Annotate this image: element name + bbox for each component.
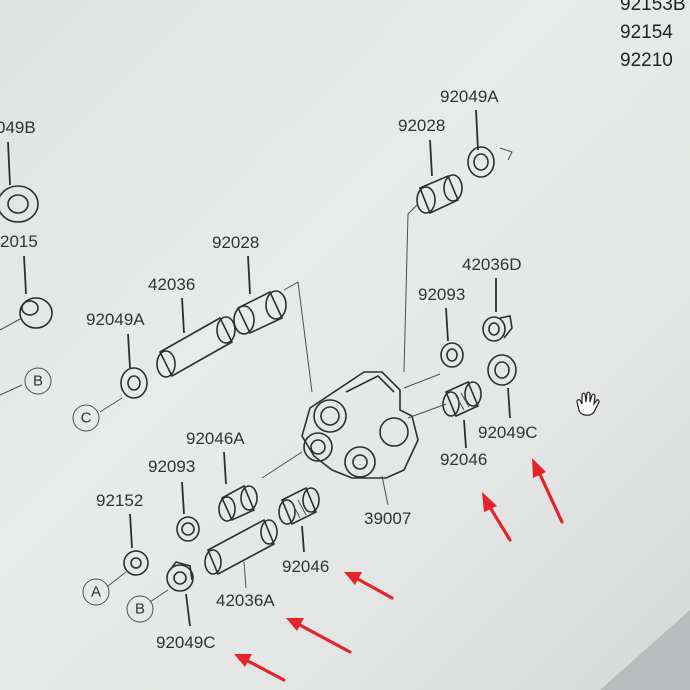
leader-housing-left xyxy=(261,451,303,479)
label-92049c-bottom: 92049C xyxy=(156,633,216,652)
leader-42036a xyxy=(243,561,247,589)
part-seal-92049c-bottom xyxy=(166,561,194,592)
label-92049a-top: 92049A xyxy=(440,87,499,106)
leader-92093-left xyxy=(181,481,185,515)
label-42036a: 42036A xyxy=(216,591,275,610)
label-92046-mid: 92046 xyxy=(282,557,329,576)
label-39007: 39007 xyxy=(364,509,411,528)
leader-92152 xyxy=(129,513,133,549)
leader-92046-mid xyxy=(301,525,305,553)
red-arrow-2 xyxy=(532,458,564,524)
leader-42036 xyxy=(181,297,185,334)
callout-b-bottom-text: B xyxy=(135,601,145,618)
leader-92049c-right xyxy=(507,387,511,419)
leader-92049a-top xyxy=(475,109,479,151)
part-bearing-92046a xyxy=(218,484,258,522)
leader-c-line xyxy=(99,397,123,413)
leader-92093-right xyxy=(445,307,449,342)
leader-a-line xyxy=(107,571,127,587)
leader-92028-top xyxy=(429,139,433,177)
callout-b-left xyxy=(24,367,52,395)
callout-c xyxy=(72,404,100,432)
part-seal-92049a-left xyxy=(120,367,148,399)
leader-2015 xyxy=(23,255,27,295)
label-92210: 92210 xyxy=(620,50,673,71)
leader-housing-right-2 xyxy=(407,403,447,419)
label-42036d: 42036D xyxy=(462,255,522,274)
label-049b: 049B xyxy=(0,118,36,137)
label-92093-left: 92093 xyxy=(148,457,195,476)
part-bushing-2015 xyxy=(19,297,53,329)
leader-39007 xyxy=(381,475,389,506)
label-92154: 92154 xyxy=(620,22,673,43)
red-arrow-5 xyxy=(234,654,286,682)
part-bearing-92046-mid xyxy=(278,486,320,526)
part-housing-39007 xyxy=(301,371,419,479)
callout-a-text: A xyxy=(91,584,101,601)
part-seal-049b xyxy=(0,185,39,223)
leader-049b xyxy=(7,141,11,186)
leader-92028-top-down xyxy=(403,203,419,373)
leader-92028-mid xyxy=(247,255,251,295)
part-seal-92049c-right xyxy=(487,354,517,386)
label-92049c-right: 92049C xyxy=(478,423,538,442)
label-92152: 92152 xyxy=(96,491,143,510)
label-92049a-left: 92049A xyxy=(86,310,145,329)
part-bearing-92046-right xyxy=(442,380,482,418)
leader-92049a-left xyxy=(127,333,131,369)
label-92046a: 92046A xyxy=(186,429,245,448)
callout-a xyxy=(82,578,110,606)
part-oring-92093-left xyxy=(176,516,200,542)
leader-92049c-bottom xyxy=(185,593,191,627)
leader-92049a-top-tail xyxy=(499,147,513,161)
leader-left-2 xyxy=(0,384,23,396)
part-bushing-42036d xyxy=(482,315,513,342)
label-92028-mid: 92028 xyxy=(212,233,259,252)
leader-92046a xyxy=(223,451,227,485)
label-92093-right: 92093 xyxy=(418,285,465,304)
leader-left-1 xyxy=(0,317,23,331)
red-arrow-4 xyxy=(286,618,352,654)
part-collar-92028-mid xyxy=(233,290,287,335)
part-oring-92093-right xyxy=(440,342,464,368)
red-arrow-3 xyxy=(344,572,394,600)
callout-b-bottom xyxy=(126,595,154,623)
red-arrow-1 xyxy=(482,492,512,542)
part-sleeve-42036 xyxy=(156,316,236,378)
callout-b-left-text: B xyxy=(33,373,43,390)
monitor-bezel xyxy=(600,610,690,690)
leader-92028-mid-down xyxy=(283,281,313,393)
hand-cursor-icon xyxy=(576,391,600,416)
leader-housing-right xyxy=(403,373,441,389)
part-seal-92049a-top xyxy=(467,146,495,178)
label-92153b: 92153B xyxy=(620,0,686,15)
label-92028-top: 92028 xyxy=(398,116,445,135)
leader-92046-right xyxy=(463,419,467,449)
leader-b-bottom-line xyxy=(149,589,169,603)
part-sleeve-42036a xyxy=(204,518,278,576)
label-42036: 42036 xyxy=(148,275,195,294)
label-92046-right: 92046 xyxy=(440,450,487,469)
part-washer-92152 xyxy=(123,550,149,576)
callout-c-text: C xyxy=(81,410,92,427)
part-collar-92028-top xyxy=(416,174,463,215)
label-2015: 2015 xyxy=(0,232,38,251)
